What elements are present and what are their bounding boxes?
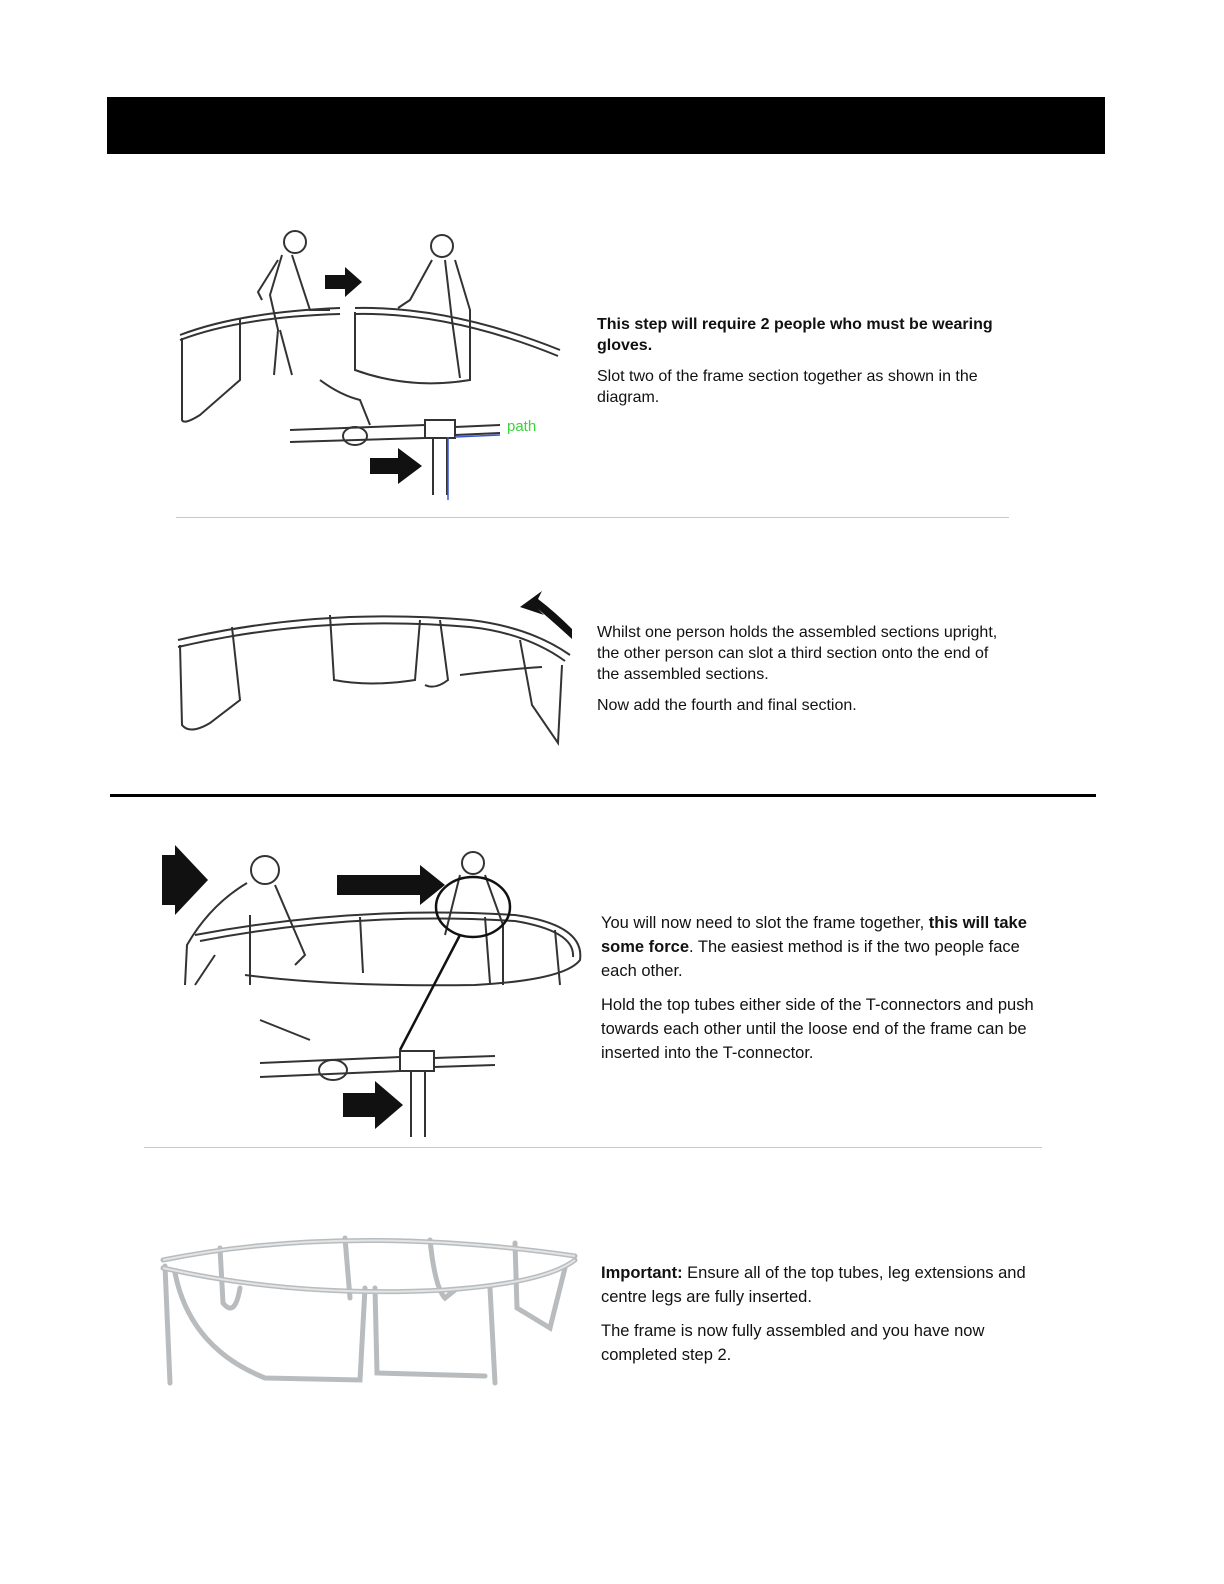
assembled-frame-photo xyxy=(145,1228,585,1403)
step2-instruction: Whilst one person holds the assembled se… xyxy=(597,622,1007,685)
arrow-right-icon xyxy=(370,448,422,484)
divider xyxy=(144,1147,1042,1148)
step1-instruction: Slot two of the frame section together a… xyxy=(597,366,1007,408)
two-people-joining-frame-illustration: path xyxy=(170,220,570,505)
arrow-right-icon xyxy=(343,1081,403,1129)
step2-text: Whilst one person holds the assembled se… xyxy=(597,622,1007,726)
pushing-frame-together-illustration xyxy=(155,845,595,1140)
step3-instruction: You will now need to slot the frame toge… xyxy=(601,911,1041,983)
step4-important-note: Important: Ensure all of the top tubes, … xyxy=(601,1261,1031,1309)
section-header-bar xyxy=(107,97,1105,154)
divider xyxy=(176,517,1009,518)
step4-text: Important: Ensure all of the top tubes, … xyxy=(601,1261,1031,1377)
important-label: Important: xyxy=(601,1264,683,1282)
arrow-right-icon xyxy=(337,865,445,905)
arrow-right-icon xyxy=(325,267,362,297)
section-divider xyxy=(110,794,1096,797)
step3-text: You will now need to slot the frame toge… xyxy=(601,911,1041,1075)
step3-text-a: You will now need to slot the frame toge… xyxy=(601,914,929,932)
arrow-right-icon xyxy=(162,845,208,915)
step3-push-instruction: Hold the top tubes either side of the T-… xyxy=(601,993,1041,1065)
three-sections-assembled-illustration xyxy=(170,585,580,750)
step1-warning: This step will require 2 people who must… xyxy=(597,314,1007,356)
step4-completion-note: The frame is now fully assembled and you… xyxy=(601,1319,1031,1367)
step1-text: This step will require 2 people who must… xyxy=(597,314,1007,418)
step2-final-section: Now add the fourth and final section. xyxy=(597,695,1007,716)
path-annotation-label: path xyxy=(507,418,536,435)
curved-arrow-icon xyxy=(520,591,572,639)
